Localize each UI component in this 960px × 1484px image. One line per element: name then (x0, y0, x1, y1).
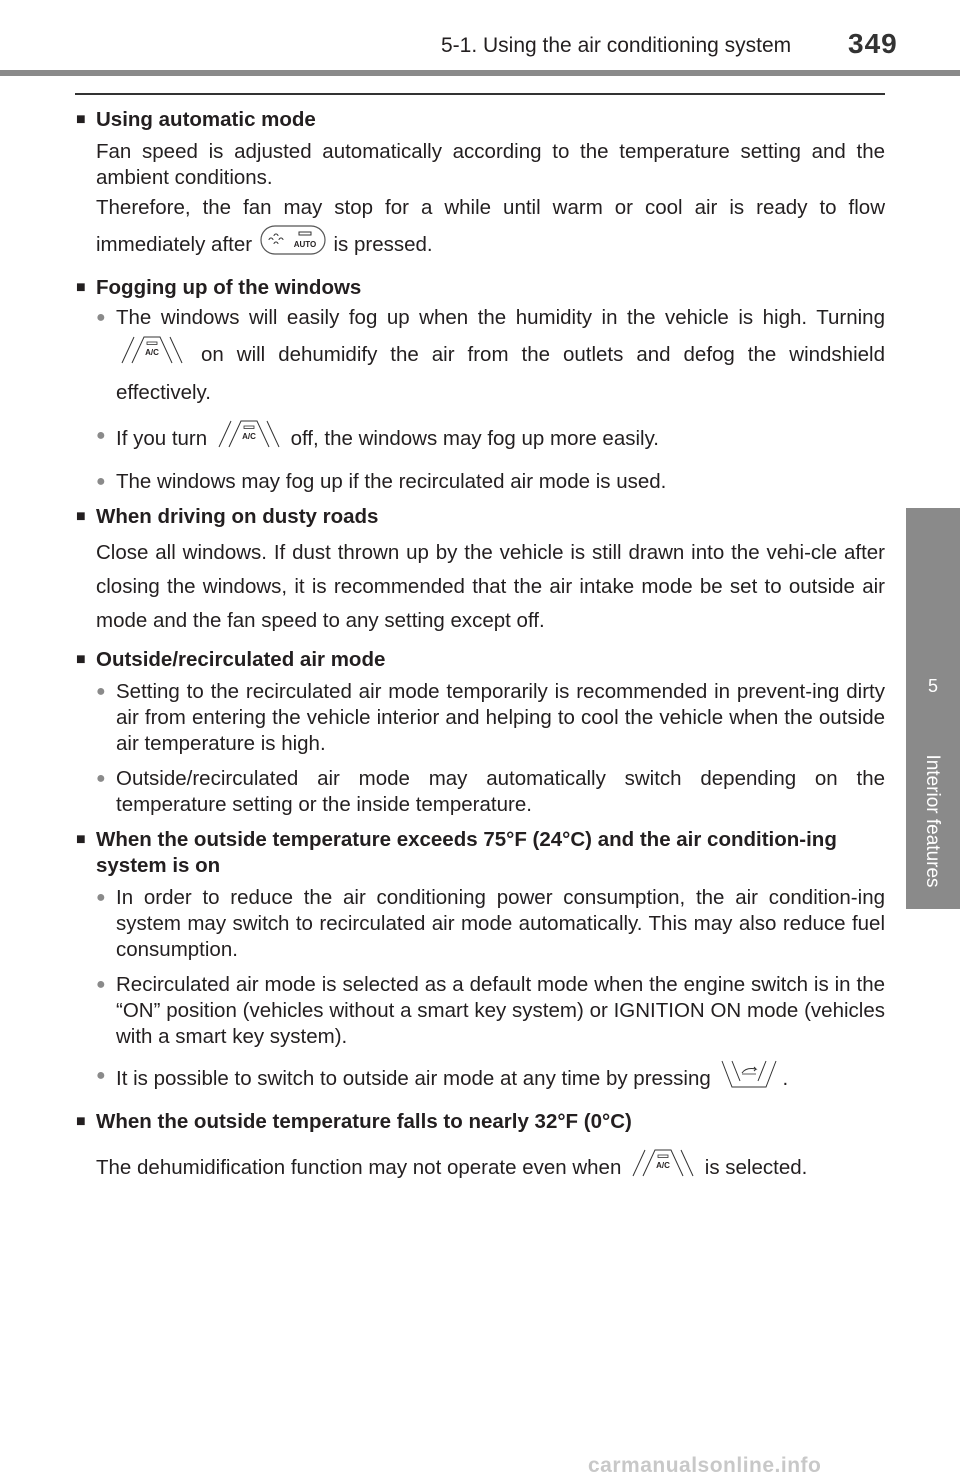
bullet-outside-1: Setting to the recirculated air mode tem… (76, 679, 885, 757)
section-rule (75, 93, 885, 95)
paragraph-dusty: Close all windows. If dust thrown up by … (96, 541, 885, 632)
chapter-label: Interior features (922, 754, 943, 888)
header-rule (0, 70, 960, 76)
chapter-number: 5 (927, 676, 938, 696)
cold-text-b: is selected. (704, 1155, 808, 1179)
heading-fogging: Fogging up of the windows (76, 275, 885, 301)
ac-icon-label: A/C (145, 348, 159, 357)
watermark: carmanualsonline.info (588, 1454, 822, 1477)
fog-2-text-a: If you turn (116, 426, 208, 450)
fog-2-text-b: off, the windows may fog up more easily. (290, 426, 659, 450)
heading-automatic-mode: Using automatic mode (76, 107, 885, 133)
heading-outside-recirculated: Outside/recirculated air mode (76, 647, 885, 673)
heading-hot-temperature: When the outside temperature exceeds 75°… (76, 827, 885, 879)
page-content: Using automatic mode Fan speed is adjust… (76, 107, 885, 1189)
ac-icon-label: A/C (656, 1161, 670, 1170)
ac-button-icon: A/C (215, 419, 283, 460)
heading-dusty-roads: When driving on dusty roads (76, 504, 885, 530)
bullet-outside-2: Outside/recirculated air mode may automa… (76, 766, 885, 818)
auto-button-icon: AUTO (260, 225, 326, 266)
ac-icon-label: A/C (242, 432, 256, 441)
ac-button-icon: A/C (629, 1148, 697, 1189)
fog-1-text-b: on will dehumidify the air from the outl… (116, 342, 885, 404)
heading-cold-temperature: When the outside temperature falls to ne… (76, 1109, 885, 1135)
page-number: 349 (848, 28, 898, 59)
cold-text-a: The dehumidification function may not op… (96, 1155, 622, 1179)
paragraph-cold: The dehumidification function may not op… (76, 1148, 885, 1189)
bullet-hot-2: Recirculated air mode is selected as a d… (76, 972, 885, 1050)
chapter-side-tab: 5 (906, 508, 960, 909)
fog-1-text-a: The windows will easily fog up when the … (116, 306, 885, 329)
bullet-fog-1: The windows will easily fog up when the … (76, 301, 885, 410)
bullet-fog-3: The windows may fog up if the recirculat… (76, 469, 885, 495)
ac-button-icon: A/C (118, 335, 186, 376)
paragraph-auto-2: Therefore, the fan may stop for a while … (76, 191, 885, 266)
header-title: 5-1. Using the air conditioning system (441, 34, 792, 57)
bullet-hot-3: It is possible to switch to outside air … (76, 1059, 885, 1100)
auto-text-a: Therefore, the fan may stop for a while … (96, 196, 885, 256)
bullet-fog-2: If you turn A/C off, the windows may fog… (76, 419, 885, 460)
paragraph-auto-1: Fan speed is adjusted automatically acco… (96, 140, 885, 189)
chapter-label-box: Interior features (917, 746, 947, 896)
auto-text-b: is pressed. (333, 232, 433, 256)
outside-air-button-icon (718, 1059, 780, 1100)
hot-3-text-a: It is possible to switch to outside air … (116, 1066, 711, 1090)
hot-3-text-b: . (782, 1066, 789, 1090)
auto-icon-label: AUTO (294, 240, 317, 249)
bullet-hot-1: In order to reduce the air conditioning … (76, 885, 885, 963)
